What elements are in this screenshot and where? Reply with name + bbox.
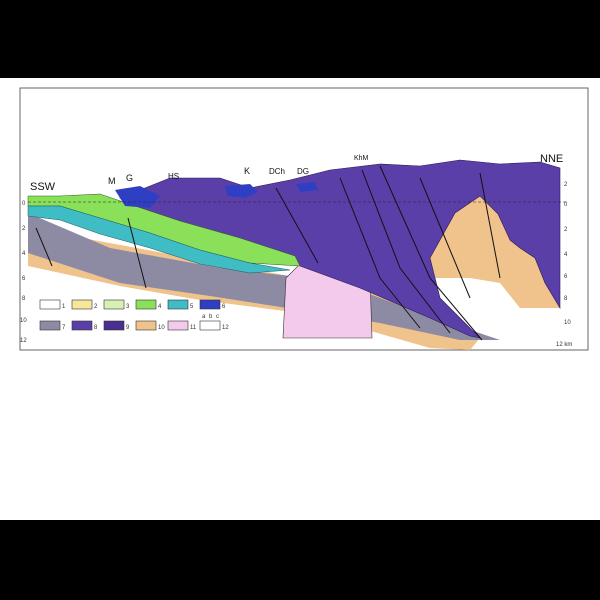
legend-num-3: 3 [126, 304, 130, 310]
left-tick-10: 10 [20, 318, 27, 324]
section-canvas: SSW NNE M G HS K DCh DG KhM 0 2 4 6 8 10… [0, 78, 600, 520]
legend-swatch-11 [167, 320, 189, 331]
label-khm: KhM [354, 155, 369, 162]
purple-thrust-wedge [119, 159, 561, 339]
label-m: M [108, 176, 116, 186]
legend-swatch-3 [103, 299, 125, 310]
frame [19, 87, 589, 351]
legend-num-8: 8 [94, 325, 98, 331]
right-tick-2: 2 [564, 227, 568, 233]
legend-sub-a: a [202, 314, 206, 320]
left-tick-12: 12 [20, 338, 27, 344]
right-tick-10: 10 [564, 320, 571, 326]
blue-patch-3 [296, 182, 318, 192]
legend-num-5: 5 [190, 304, 194, 310]
right-tick-6: 6 [564, 274, 568, 280]
legend-swatch-12 [199, 320, 221, 331]
left-tick-8: 8 [22, 296, 26, 302]
legend-num-7: 7 [62, 325, 66, 331]
legend-swatch-6 [199, 299, 221, 310]
right-tick-2a: 2 [564, 182, 568, 188]
blue-patch-1 [115, 186, 160, 208]
right-tick-12km: 12 km [556, 342, 572, 348]
legend-num-4: 4 [158, 304, 162, 310]
right-tick-8: 8 [564, 296, 568, 302]
legend-swatch-7 [39, 320, 61, 331]
legend-num-2: 2 [94, 304, 98, 310]
nne-label: NNE [540, 153, 563, 165]
left-tick-6: 6 [22, 276, 26, 282]
ssw-label: SSW [30, 181, 56, 193]
left-tick-2: 2 [22, 226, 26, 232]
legend-sub-b: b [209, 314, 213, 320]
legend-sub-c: c [216, 314, 219, 320]
left-tick-0: 0 [22, 201, 26, 207]
legend-num-6: 6 [222, 304, 226, 310]
left-tick-4: 4 [22, 251, 26, 257]
legend: 1 2 3 4 5 6 7 8 9 10 [39, 299, 229, 331]
cyan-layer [27, 205, 291, 274]
legend-num-1: 1 [62, 304, 66, 310]
blue-patch-2 [225, 184, 258, 198]
legend-row-2: 7 8 9 10 11 12 a b c [39, 314, 229, 331]
label-hs: HS [168, 172, 179, 181]
legend-swatch-9 [103, 320, 125, 331]
legend-swatch-2 [71, 299, 93, 310]
legend-num-12: 12 [222, 325, 229, 331]
right-tick-4: 4 [564, 252, 568, 258]
label-g: G [126, 173, 133, 183]
label-dch: DCh [269, 167, 285, 176]
right-tick-0: 0 [564, 202, 568, 208]
label-dg: DG [297, 167, 309, 176]
legend-num-11: 11 [190, 325, 197, 331]
legend-swatch-5 [167, 299, 189, 310]
legend-num-9: 9 [126, 325, 130, 331]
left-depth-axis: 0 2 4 6 8 10 12 [20, 201, 27, 344]
legend-swatch-8 [71, 320, 93, 331]
gray-basement [28, 213, 500, 340]
legend-swatch-1 [39, 299, 61, 310]
label-k: K [244, 166, 250, 176]
legend-swatch-4 [135, 299, 157, 310]
legend-num-10: 10 [158, 325, 165, 331]
legend-row-1: 1 2 3 4 5 6 [39, 299, 226, 310]
fault-lines [35, 165, 501, 341]
geologic-cross-section: SSW NNE M G HS K DCh DG KhM 0 2 4 6 8 10… [19, 87, 589, 351]
legend-swatch-10 [135, 320, 157, 331]
right-depth-axis: 2 0 2 4 6 8 10 12 km [556, 182, 572, 348]
